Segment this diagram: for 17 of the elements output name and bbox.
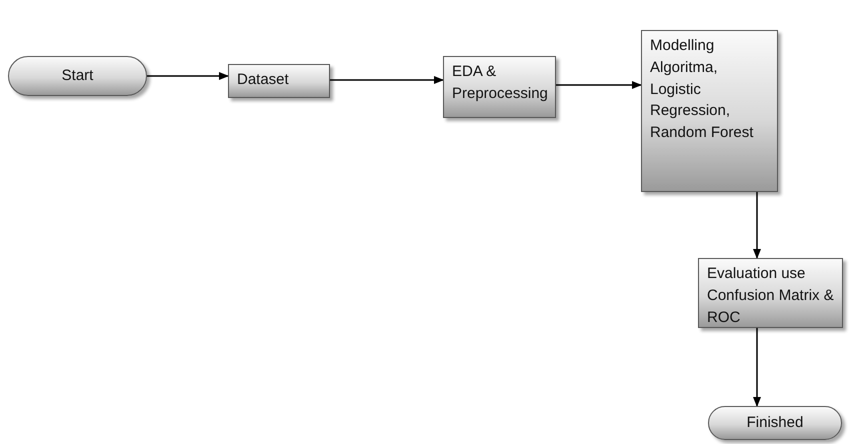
node-label: Finished <box>746 413 804 434</box>
process-box <box>443 56 556 118</box>
arrow <box>147 72 229 80</box>
arrow <box>753 328 761 407</box>
node-label: Modelling Algoritma, Logistic Regression, Random Forest <box>650 36 754 143</box>
node-label: Start <box>62 66 94 86</box>
terminal-pill <box>708 406 842 440</box>
process-box <box>228 64 330 98</box>
arrow <box>330 76 444 84</box>
terminal-pill <box>8 56 147 96</box>
node-label: Dataset <box>237 70 289 90</box>
arrow <box>753 192 761 259</box>
node-label: Evaluation use Confusion Matrix & ROC <box>707 264 834 328</box>
process-box <box>698 258 843 328</box>
process-box <box>641 30 778 192</box>
node-label: EDA & Preprocessing <box>452 62 548 104</box>
arrow <box>556 81 642 89</box>
